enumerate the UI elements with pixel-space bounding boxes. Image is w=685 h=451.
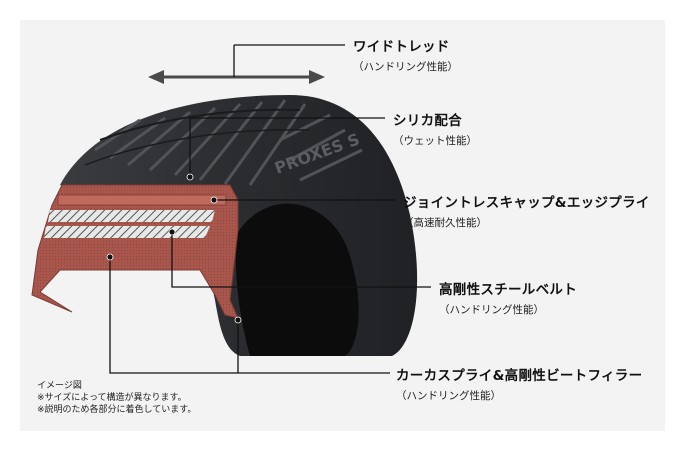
label-sub: （ハンドリング性能） — [396, 390, 501, 402]
note-line: ※サイズによって構造が異なります。 — [37, 393, 187, 403]
label-sub: （ハンドリング性能） — [353, 61, 458, 73]
leader-silica — [189, 117, 385, 177]
steel-belt — [48, 210, 215, 222]
tire-inner-hole — [235, 203, 359, 356]
label-wide-tread: ワイドトレッド （ハンドリング性能） — [353, 35, 458, 74]
label-silica: シリカ配合 （ウェット性能） — [393, 109, 477, 148]
label-carcass: カーカスプライ&高剛性ビートフィラー （ハンドリング性能） — [396, 364, 642, 403]
label-sub: （ハンドリング性能） — [439, 304, 544, 316]
label-title: ジョイントレスキャップ&エッジプライ — [403, 195, 650, 211]
label-title: 高剛性スチールベルト — [439, 282, 577, 298]
label-title: カーカスプライ&高剛性ビートフィラー — [396, 368, 643, 384]
leader-steel-belt — [171, 232, 431, 288]
note-line: ※説明のため各部分に着色しています。 — [37, 405, 197, 415]
label-sub: （ウェット性能） — [393, 135, 477, 147]
leader-carcass — [109, 257, 390, 374]
label-sub: （高速耐久性能） — [403, 217, 487, 229]
label-cap-ply: ジョイントレスキャップ&エッジプライ （高速耐久性能） — [403, 191, 650, 230]
note-line: イメージ図 — [37, 381, 82, 391]
label-steel-belt: 高剛性スチールベルト （ハンドリング性能） — [439, 278, 577, 317]
cap-ply — [57, 194, 227, 206]
label-title: シリカ配合 — [393, 113, 462, 129]
label-title: ワイドトレッド — [353, 39, 450, 55]
leader-lines — [109, 44, 431, 374]
steel-belt-2 — [44, 226, 210, 238]
footnotes: イメージ図 ※サイズによって構造が異なります。 ※説明のため各部分に着色していま… — [37, 380, 196, 416]
